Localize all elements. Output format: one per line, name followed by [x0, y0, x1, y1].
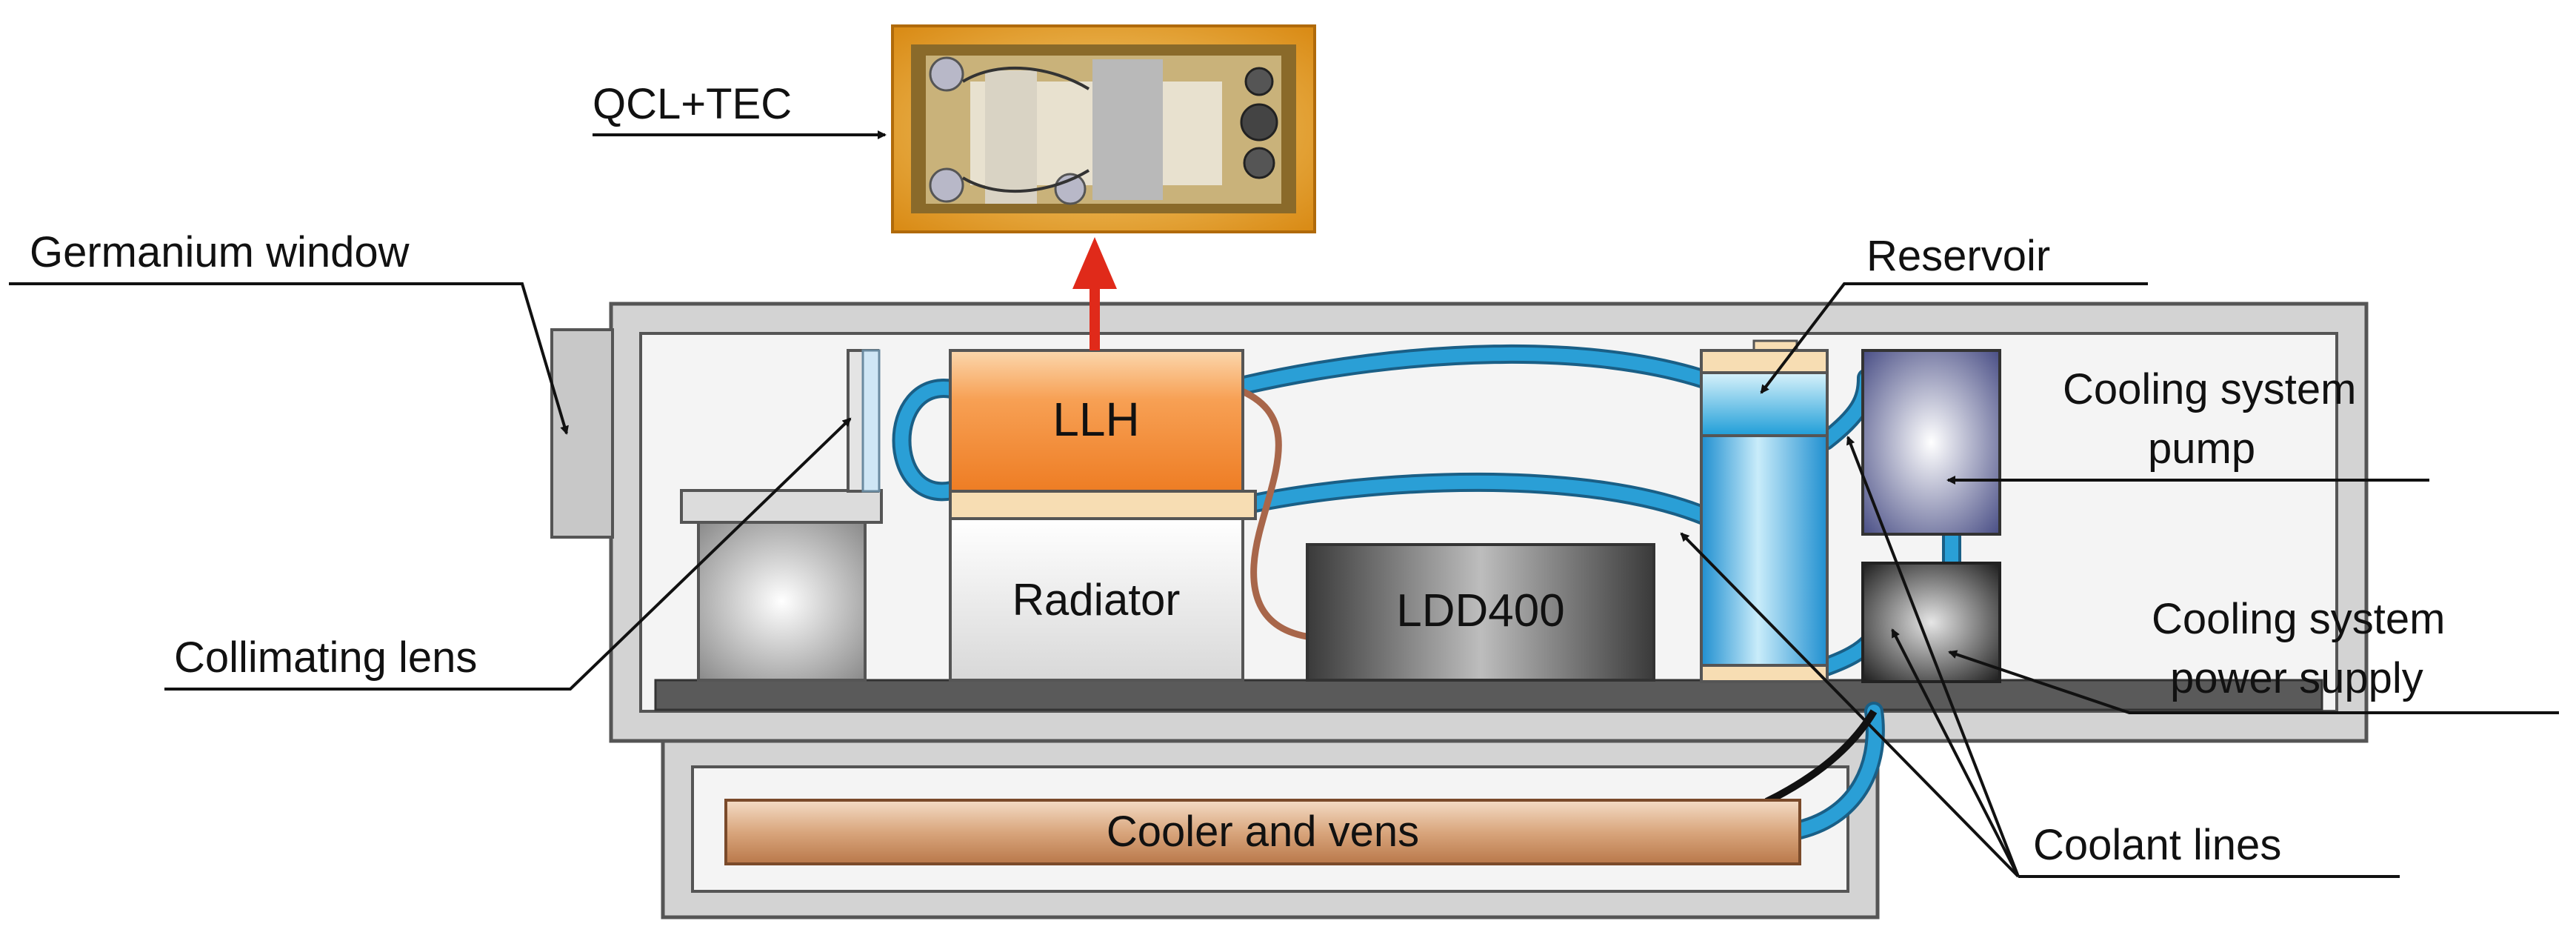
- label-collimating-lens: Collimating lens: [174, 633, 477, 682]
- label-reservoir: Reservoir: [1866, 232, 2050, 280]
- label-cooling-psu-1: Cooling system: [2152, 595, 2445, 643]
- ldd400-label: LDD400: [1396, 585, 1564, 636]
- leader-coolant-2: [1846, 436, 2020, 877]
- qcl-tec-photo: [891, 24, 1316, 233]
- leader-reservoir: [1760, 282, 2148, 394]
- cooling-power-supply: [1861, 562, 2001, 683]
- llh-label: LLH: [1052, 393, 1139, 446]
- radiator-label: Radiator: [1012, 575, 1181, 625]
- label-germanium-window: Germanium window: [30, 228, 410, 276]
- leader-collimating-lens: [164, 417, 852, 691]
- llh-block: LLH: [949, 349, 1244, 493]
- tec-spacer: [949, 490, 1257, 520]
- label-cooling-pump-2: pump: [2148, 425, 2255, 473]
- driver-cable: [1235, 385, 1312, 641]
- leader-coolant-1: [1680, 532, 2020, 878]
- power-cable: [1764, 709, 1878, 805]
- label-qcl-tec: QCL+TEC: [593, 80, 792, 128]
- collimating-lens-element: [861, 349, 881, 493]
- leader-cooling-psu: [1948, 650, 2559, 714]
- leader-germanium-window: [9, 282, 569, 435]
- reservoir-tank: [1700, 339, 1829, 683]
- label-cooling-pump-1: Cooling system: [2063, 365, 2356, 413]
- cooler-block: Cooler and vens: [724, 799, 1801, 865]
- cooling-pump: [1861, 349, 2001, 536]
- coolant-pipes: [892, 344, 1961, 839]
- germanium-window: [550, 328, 614, 539]
- leader-coolant-3: [1891, 628, 2020, 877]
- ldd400-block: LDD400: [1306, 543, 1655, 682]
- red-arrow: [1072, 237, 1117, 350]
- label-cooling-psu-2: power supply: [2170, 654, 2423, 702]
- cooler-label: Cooler and vens: [1107, 808, 1419, 856]
- base-plate: [654, 679, 2323, 711]
- radiator-block: Radiator: [949, 517, 1244, 682]
- label-coolant-lines: Coolant lines: [2033, 821, 2281, 869]
